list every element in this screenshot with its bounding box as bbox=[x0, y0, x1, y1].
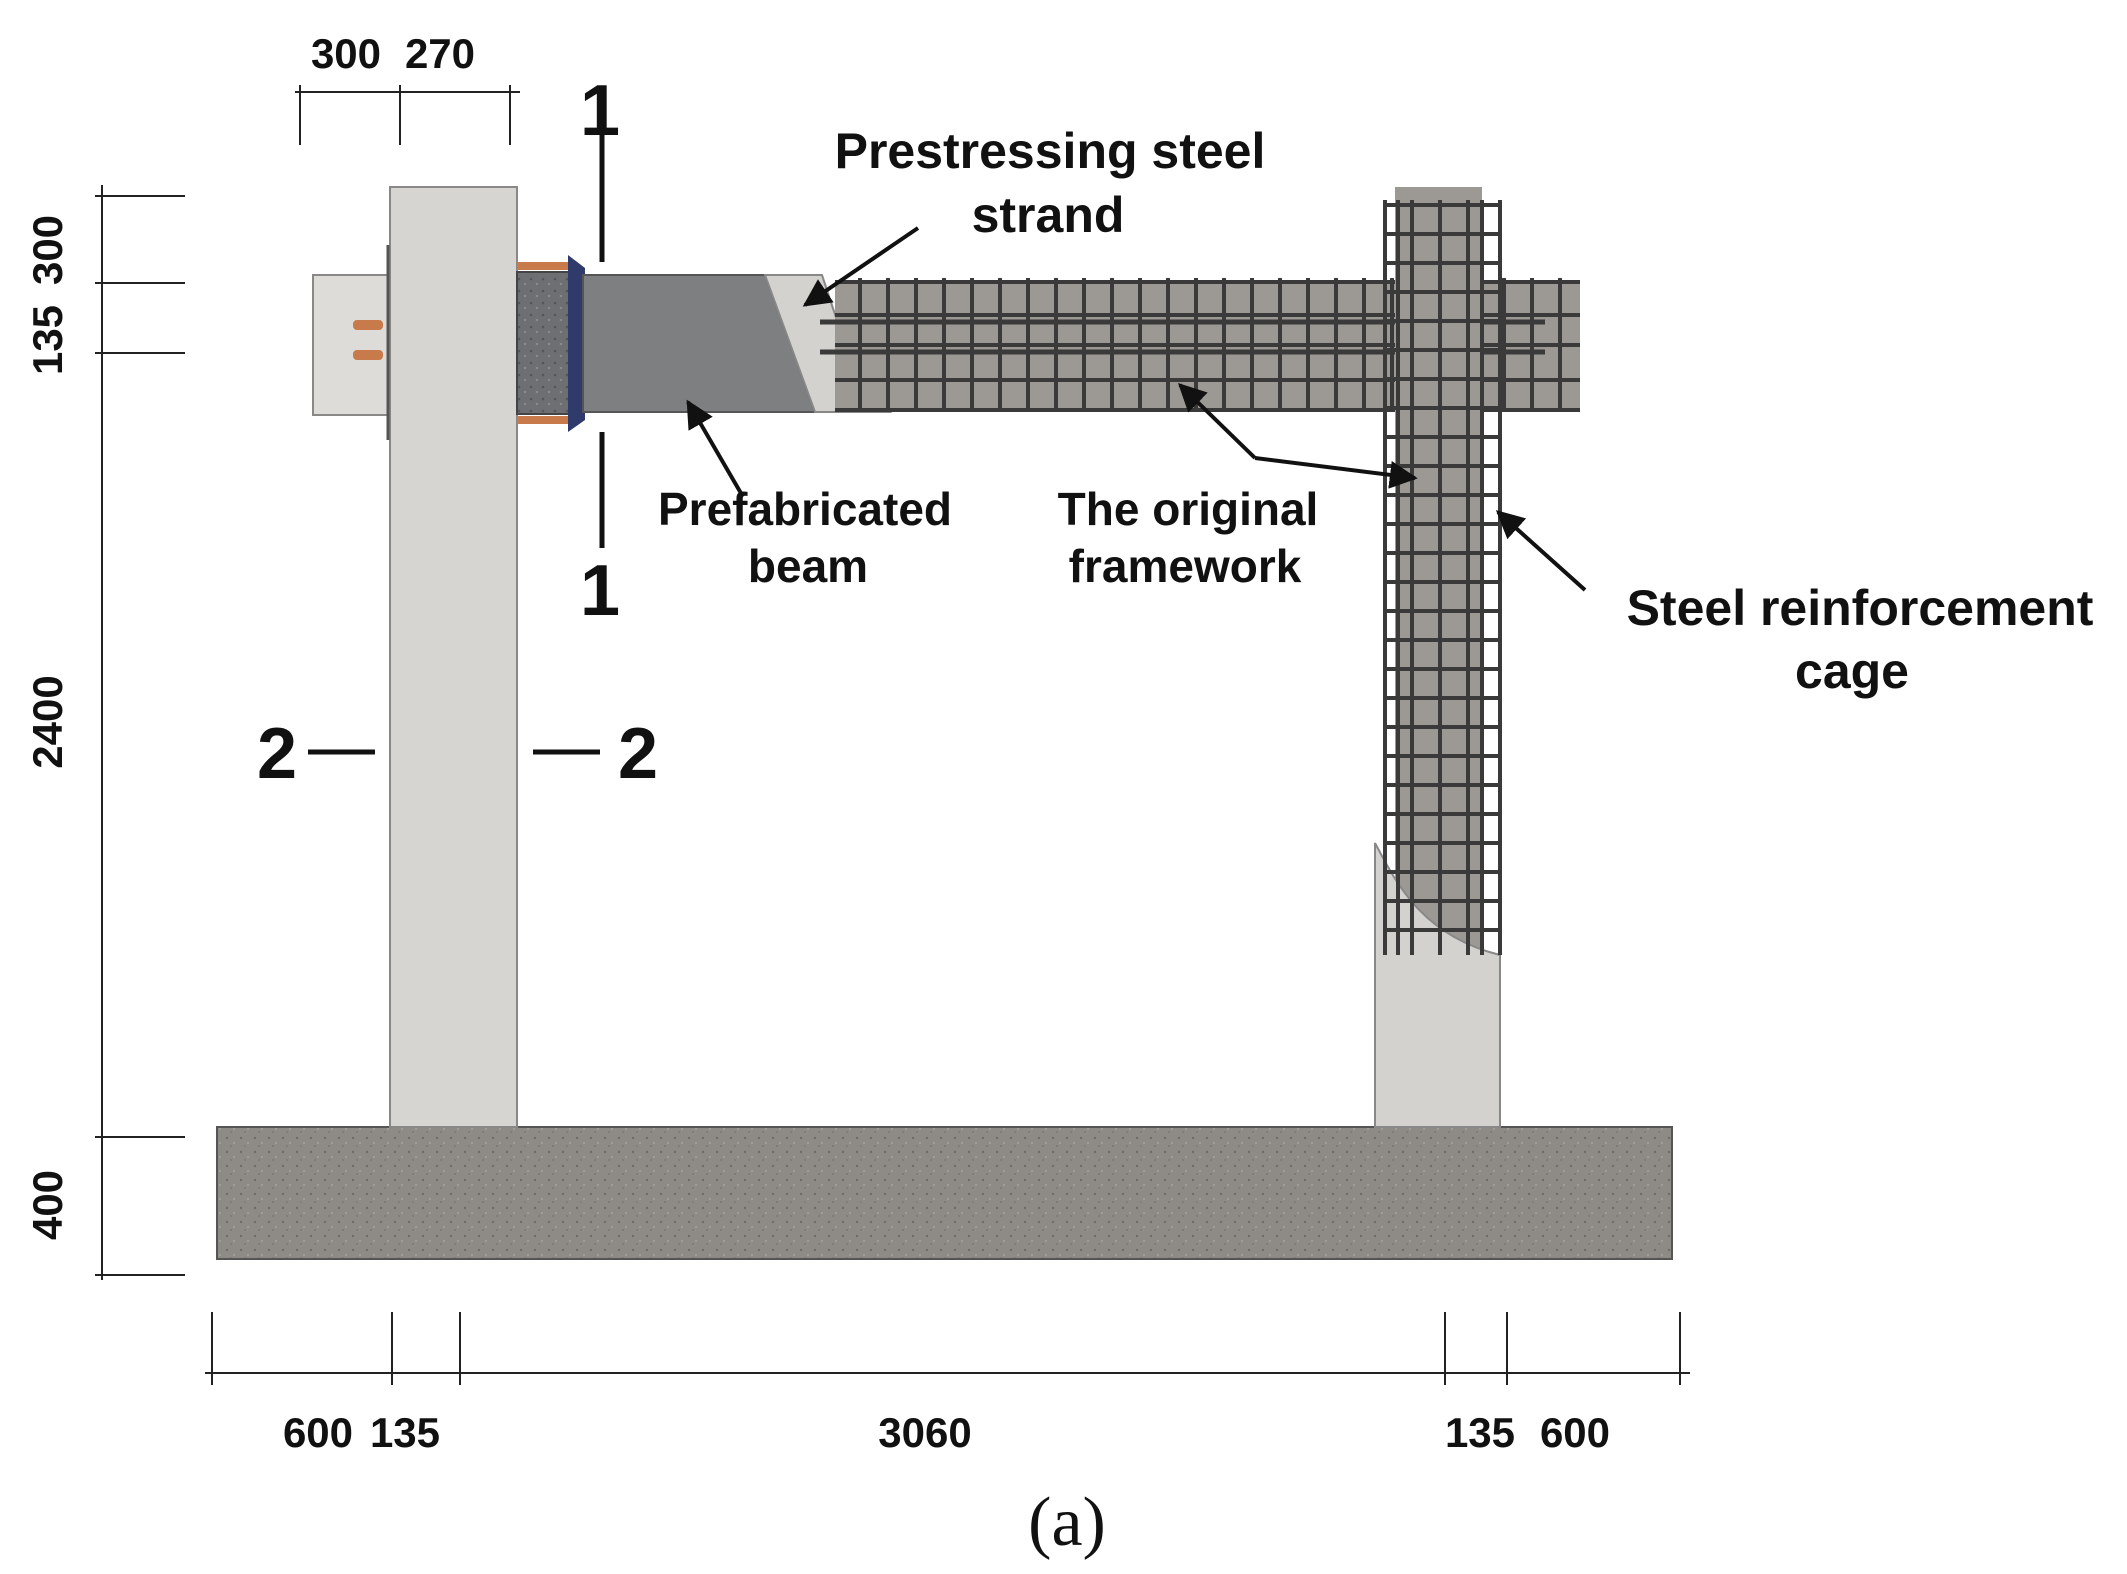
dim-bottom-1: 600 bbox=[283, 1409, 353, 1456]
top-dimension: 300 270 bbox=[295, 30, 520, 145]
left-column bbox=[389, 186, 518, 1128]
anchor-block bbox=[312, 274, 391, 416]
cage-label-line1: Steel reinforcement bbox=[1627, 580, 2094, 636]
beam-label-line1: Prefabricated bbox=[658, 483, 952, 535]
section-2-left: 2 bbox=[257, 714, 297, 794]
anchor-nut-2 bbox=[353, 350, 383, 360]
dim-left-1: 300 bbox=[24, 215, 71, 285]
strand-label-line2: strand bbox=[972, 187, 1125, 243]
figure-caption: (a) bbox=[1028, 1484, 1106, 1561]
section-2-right: 2 bbox=[618, 714, 658, 794]
cage-arrow bbox=[1495, 510, 1587, 592]
section-1-bottom: 1 bbox=[580, 551, 620, 631]
framework-arrow-beam bbox=[1177, 383, 1257, 460]
column-rebar-cage bbox=[1383, 200, 1502, 955]
dim-bottom-5: 600 bbox=[1540, 1409, 1610, 1456]
strand-arrow bbox=[802, 226, 920, 307]
strand-label-line1: Prestressing steel bbox=[835, 123, 1266, 179]
bottom-dimension: 600 135 3060 135 600 bbox=[205, 1312, 1690, 1456]
framework-arrow-column bbox=[1254, 456, 1418, 489]
anchor-nut-1 bbox=[353, 320, 383, 330]
left-dimension: 300 135 2400 400 bbox=[24, 185, 185, 1280]
dim-top-1: 300 bbox=[311, 30, 381, 77]
section-1-top: 1 bbox=[580, 71, 620, 151]
dim-top-2: 270 bbox=[405, 30, 475, 77]
beam-arrow bbox=[686, 399, 744, 497]
dim-left-3: 2400 bbox=[24, 675, 71, 768]
framework-label-line1: The original bbox=[1058, 483, 1319, 535]
dim-bottom-4: 135 bbox=[1445, 1409, 1515, 1456]
dim-bottom-2: 135 bbox=[370, 1409, 440, 1456]
beam-label-line2: beam bbox=[748, 540, 868, 592]
framework-label-line2: framework bbox=[1069, 540, 1302, 592]
foundation-beam bbox=[216, 1126, 1673, 1260]
dim-left-2: 135 bbox=[24, 305, 71, 375]
dim-bottom-3: 3060 bbox=[878, 1409, 971, 1456]
dim-left-4: 400 bbox=[24, 1170, 71, 1240]
cage-label-line2: cage bbox=[1795, 643, 1909, 699]
